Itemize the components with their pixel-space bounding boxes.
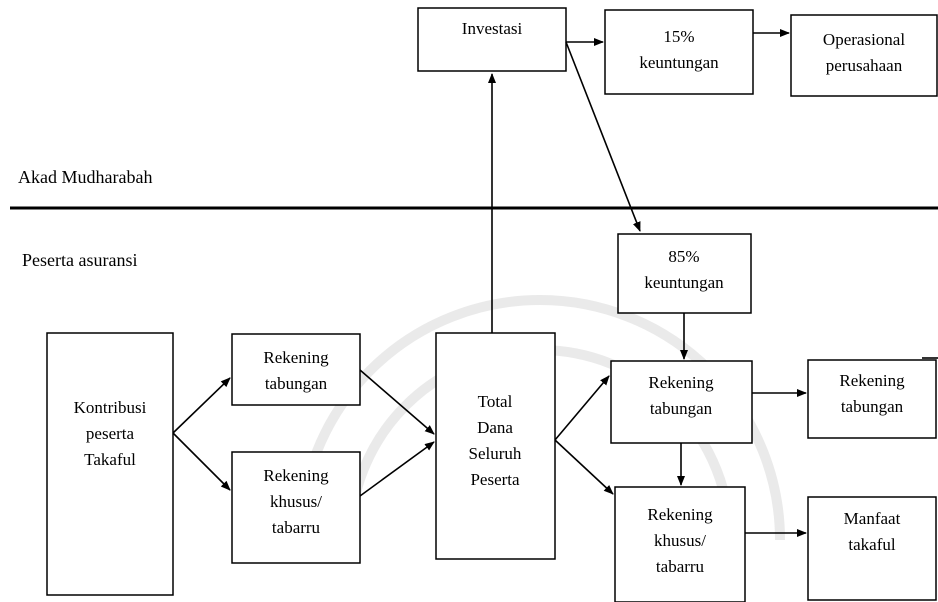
arrow-investasi-to-85	[565, 41, 641, 232]
box-label-line: tabungan	[265, 374, 328, 393]
box-label-line: Rekening	[263, 348, 329, 367]
box-label-line: perusahaan	[826, 56, 903, 75]
box-rekening-khusus-left: Rekening khusus/tabarru	[231, 451, 361, 564]
svg-text:15%keuntungan: 15% keuntungan	[639, 27, 719, 72]
box-keuntungan-15: 15% keuntungan	[604, 9, 754, 95]
box-label-line: tabarru	[656, 557, 705, 576]
box-label-line: Rekening	[647, 505, 713, 524]
box-label-line: takaful	[848, 535, 895, 554]
box-label-line: Takaful	[84, 450, 136, 469]
arrow-total-to-khusus-mid	[554, 439, 614, 495]
box-investasi: Investasi	[417, 7, 567, 72]
box-label-line: khusus/	[654, 531, 706, 550]
box-label-line: Manfaat	[844, 509, 901, 528]
box-label-line: Rekening	[263, 466, 329, 485]
box-rekening-tabungan-mid: Rekening tabungan	[610, 360, 753, 444]
box-label-line: tabungan	[650, 399, 713, 418]
box-label-line: keuntungan	[644, 273, 724, 292]
box-label-line: Kontribusi	[74, 398, 147, 417]
box-operasional-perusahaan: Operasional perusahaan	[790, 14, 938, 97]
box-label-line: Operasional	[823, 30, 905, 49]
box-keuntungan-85: 85% keuntungan	[617, 233, 752, 314]
svg-text:Investasi: Investasi	[462, 19, 523, 38]
box-label-line: Seluruh	[469, 444, 522, 463]
arrow-kontribusi-to-khusus	[172, 432, 231, 491]
arrow-kontribusi-to-tabungan	[172, 377, 231, 434]
box-label-line: Peserta	[470, 470, 520, 489]
box-label-line: khusus/	[270, 492, 322, 511]
connectors	[172, 29, 938, 537]
box-label-line: Total	[478, 392, 513, 411]
box-label-line: 15%	[663, 27, 694, 46]
box-manfaat-takaful: Manfaat takaful	[807, 496, 937, 601]
box-rekening-tabungan-left: Rekening tabungan	[231, 333, 361, 406]
box-label-line: peserta	[86, 424, 135, 443]
box-rekening-khusus-mid: Rekening khusus/tabarru	[614, 486, 746, 602]
box-rekening-tabungan-right: Rekening tabungan	[807, 359, 937, 439]
box-label-line: Investasi	[462, 19, 523, 38]
box-label-line: 85%	[668, 247, 699, 266]
svg-text:85%keuntungan: 85% keuntungan	[644, 247, 724, 292]
arrow-tabungan-to-total	[359, 369, 435, 435]
section-label-akad-mudharabah: Akad Mudharabah	[18, 167, 152, 187]
arrow-khusus-to-total	[359, 441, 435, 497]
box-label-line: keuntungan	[639, 53, 719, 72]
arrow-total-to-tabungan-mid	[554, 375, 610, 441]
box-label-line: Rekening	[839, 371, 905, 390]
box-label-line: Rekening	[648, 373, 714, 392]
box-label-line: tabungan	[841, 397, 904, 416]
box-label-line: tabarru	[272, 518, 321, 537]
box-label-line: Dana	[477, 418, 513, 437]
section-label-peserta-asuransi: Peserta asuransi	[22, 250, 137, 270]
